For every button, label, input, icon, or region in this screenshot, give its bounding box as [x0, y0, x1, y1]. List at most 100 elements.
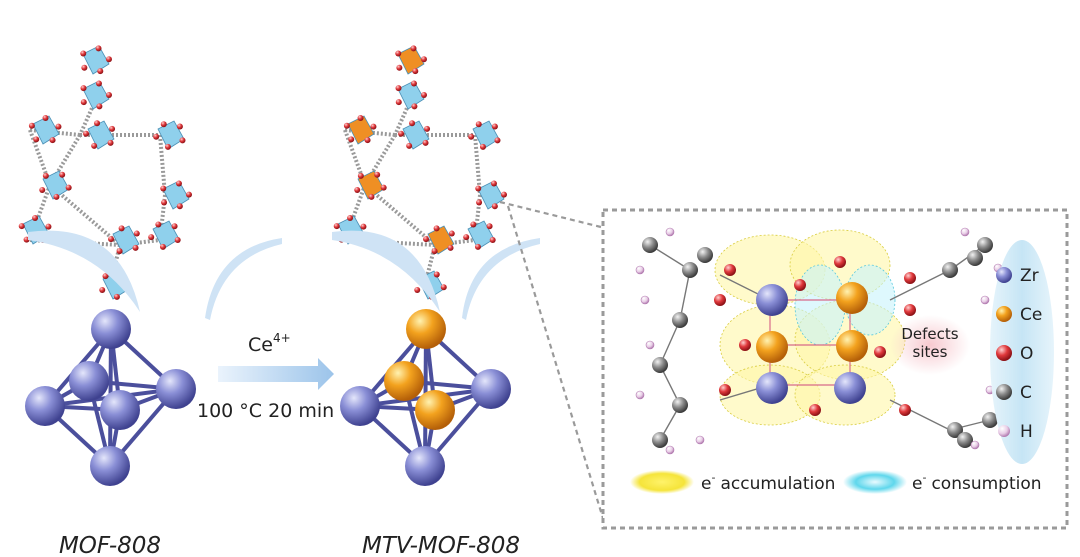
- accumulation-swatch: [630, 470, 694, 494]
- framework-oxygen: [97, 68, 104, 75]
- framework-oxygen: [105, 56, 112, 63]
- legend-o-label: O: [1020, 344, 1033, 364]
- framework-oxygen: [489, 237, 496, 244]
- framework-oxygen: [102, 273, 109, 280]
- inset-oxygen: [904, 272, 916, 284]
- framework-oxygen: [411, 103, 418, 110]
- zr-atom: [25, 386, 65, 426]
- framework-oxygen: [423, 236, 430, 243]
- framework-oxygen: [410, 45, 417, 52]
- inset-ce-atom: [756, 331, 788, 363]
- inset-hydrogen: [645, 340, 655, 350]
- framework-oxygen: [176, 123, 183, 130]
- legend-zr-label: Zr: [1020, 266, 1039, 286]
- inset-hydrogen: [640, 295, 650, 305]
- framework-oxygen: [414, 286, 421, 293]
- framework-oxygen: [116, 248, 123, 255]
- conditions-label: 100 °C 20 min: [197, 400, 334, 422]
- framework-polyhedron: [477, 180, 505, 210]
- framework-oxygen: [95, 45, 102, 52]
- electron-legend: e-accumulation e-consumption: [630, 470, 1042, 494]
- framework-oxygen: [160, 185, 167, 192]
- framework-oxygen: [133, 230, 140, 237]
- framework-oxygen: [476, 199, 483, 206]
- framework-oxygen: [410, 80, 417, 87]
- framework-oxygen: [18, 223, 25, 230]
- framework-oxygen: [65, 184, 72, 191]
- inset-carbon: [682, 262, 698, 278]
- framework-oxygen: [159, 243, 166, 250]
- framework-oxygen: [176, 203, 183, 210]
- framework-oxygen: [421, 92, 427, 98]
- legend-ce-label: Ce: [1020, 305, 1042, 325]
- framework-oxygen: [155, 221, 162, 228]
- framework-oxygen: [491, 123, 498, 130]
- framework-oxygen: [357, 172, 364, 179]
- inset-bond: [889, 399, 951, 431]
- inset-ce-atom: [836, 330, 868, 362]
- framework-oxygen: [96, 103, 103, 110]
- inset-bond: [889, 269, 951, 301]
- framework-oxygen: [368, 193, 375, 200]
- framework-linker: [48, 183, 122, 247]
- inset-oxygen: [834, 256, 846, 268]
- framework-oxygen: [360, 223, 367, 230]
- framework-linker: [363, 183, 437, 247]
- framework-oxygen: [59, 171, 66, 178]
- reagent-label: Ce4+: [248, 331, 291, 356]
- framework-oxygen: [433, 225, 440, 232]
- framework-oxygen: [357, 115, 364, 122]
- inset-hydrogen: [635, 265, 645, 275]
- framework-oxygen: [490, 180, 497, 187]
- accumulation-e: e: [701, 474, 711, 494]
- reaction-arrow: [218, 358, 334, 390]
- inset-bond: [659, 319, 681, 366]
- framework-oxygen: [420, 56, 427, 63]
- framework-oxygen: [431, 248, 438, 255]
- zoom-arcs: [28, 230, 540, 320]
- framework-oxygen: [108, 236, 115, 243]
- framework-oxygen: [113, 293, 120, 300]
- framework-oxygen: [364, 137, 371, 144]
- framework-oxygen: [45, 223, 52, 230]
- svg-text:e-accumulation: e-accumulation: [701, 471, 835, 494]
- framework-oxygen: [398, 130, 405, 137]
- framework-oxygen: [395, 99, 402, 106]
- framework-oxygen: [94, 120, 101, 127]
- accumulation-label: accumulation: [720, 474, 835, 494]
- framework-oxygen: [80, 50, 87, 57]
- framework-oxygen: [479, 143, 486, 150]
- legend-h-swatch: [998, 425, 1010, 437]
- framework-oxygen: [468, 133, 475, 140]
- inset-carbon: [947, 422, 963, 438]
- framework-oxygen: [109, 125, 116, 132]
- framework-oxygen: [49, 137, 56, 144]
- framework-oxygen: [374, 171, 381, 178]
- framework-oxygen: [42, 115, 49, 122]
- mof808-title: MOF-808: [59, 533, 161, 557]
- framework-oxygen: [175, 180, 182, 187]
- inset-carbon: [642, 237, 658, 253]
- framework-oxygen: [448, 230, 455, 237]
- inset-carbon: [652, 432, 668, 448]
- framework-oxygen: [179, 137, 186, 144]
- framework-oxygen: [53, 193, 60, 200]
- zoom-connector: [499, 200, 607, 526]
- consumption-swatch: [843, 470, 907, 494]
- framework-oxygen: [91, 142, 98, 149]
- inset-oxygen: [719, 384, 731, 396]
- framework-oxygen: [33, 136, 40, 143]
- framework-oxygen: [160, 121, 167, 128]
- mof808-cluster: [25, 309, 196, 486]
- framework-oxygen: [39, 186, 46, 193]
- inset-carbon: [672, 397, 688, 413]
- framework-oxygen: [491, 203, 498, 210]
- framework-oxygen: [447, 244, 454, 251]
- inset-zr-atom: [756, 372, 788, 404]
- framework-polyhedron: [82, 45, 110, 75]
- zr-atom: [156, 369, 196, 409]
- inset-carbon: [977, 237, 993, 253]
- zr-atom: [69, 361, 109, 401]
